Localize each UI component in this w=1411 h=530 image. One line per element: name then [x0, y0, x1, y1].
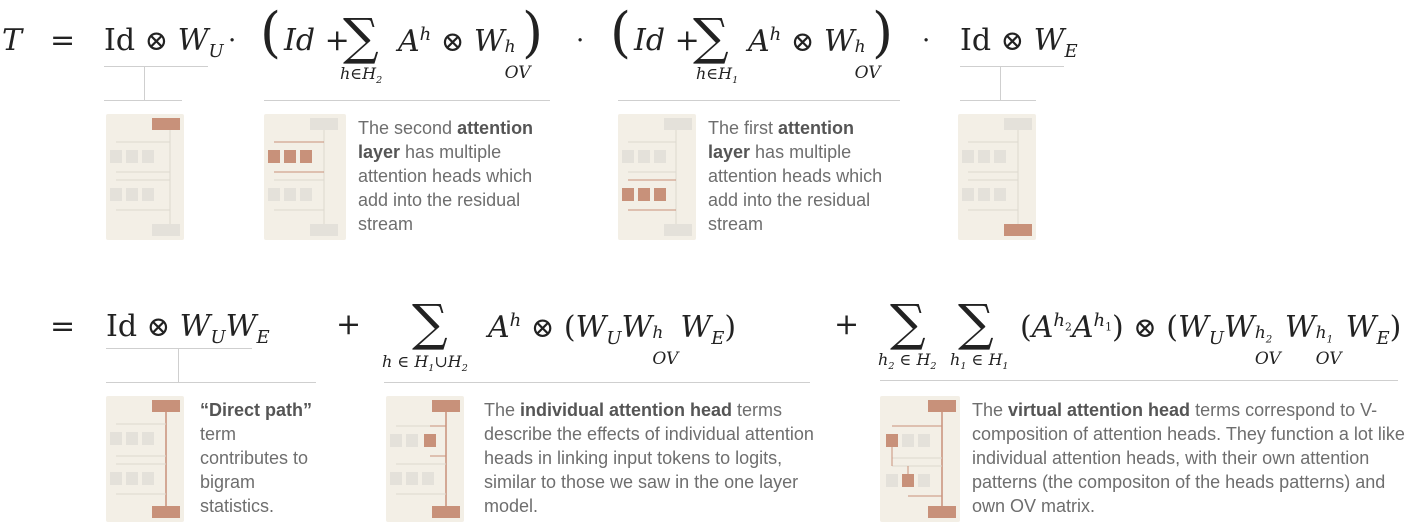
- plus-1: +: [336, 307, 362, 342]
- paren-open-1: (: [610, 1, 632, 64]
- thumb-virtual: [880, 396, 960, 522]
- plus-2: +: [834, 307, 860, 342]
- term-layer2: Id +: [284, 23, 350, 58]
- caption-individual: The individual attention head terms desc…: [484, 400, 814, 516]
- rule-layer2: [264, 100, 550, 101]
- paren-open-2: (: [260, 1, 282, 64]
- equals-sign: =: [50, 23, 76, 58]
- thumb-individual: [386, 396, 464, 522]
- stem-direct: [178, 348, 179, 382]
- sigma-H1: ∑: [693, 8, 729, 66]
- rule-unembed: [104, 66, 208, 67]
- thumb-unembed: [106, 114, 184, 240]
- term-direct: Id ⊗ WUWE: [106, 309, 270, 348]
- dot-1: ·: [228, 26, 237, 56]
- caption-layer1: The first attention layer has multiple a…: [708, 118, 883, 234]
- sigma-h2: ∑: [890, 294, 926, 352]
- sigma-h1: ∑: [958, 294, 994, 352]
- paren-close-2: ): [522, 1, 544, 64]
- rule-direct-low: [106, 382, 316, 383]
- thumb-embed: [958, 114, 1036, 240]
- dot-3: ·: [922, 26, 931, 56]
- sigma-H1-sub: h∈H1: [696, 64, 739, 87]
- thumb-direct: [106, 396, 184, 522]
- sigma-h2-sub: h2 ∈ H2: [878, 350, 937, 373]
- term-embed: Id ⊗ WE: [960, 23, 1078, 62]
- equals-sign-2: =: [50, 309, 76, 344]
- caption-layer2: The second attention layer has multiple …: [358, 118, 534, 234]
- caption-direct: “Direct path” term contributes to bigram…: [200, 400, 313, 516]
- sigma-H2: ∑: [343, 8, 379, 66]
- rule-embed: [960, 66, 1064, 67]
- sigma-H1H2: ∑: [412, 294, 448, 352]
- sigma-h1-sub: h1 ∈ H1: [950, 350, 1009, 373]
- lhs-T: T: [2, 23, 23, 58]
- dot-2: ·: [576, 26, 585, 56]
- sigma-H1H2-sub: h ∈ H1∪H2: [382, 352, 468, 375]
- rule-unembed-low: [104, 100, 182, 101]
- thumb-layer2: [264, 114, 346, 240]
- stem-unembed: [144, 66, 145, 100]
- rule-virtual: [880, 380, 1398, 381]
- term-unembed: Id ⊗ WU: [104, 23, 224, 62]
- rule-direct: [106, 348, 252, 349]
- caption-virtual: The virtual attention head terms corresp…: [972, 400, 1405, 516]
- rule-layer1: [618, 100, 900, 101]
- paren-close-1: ): [872, 1, 894, 64]
- rule-individual: [384, 382, 810, 383]
- stem-embed: [1000, 66, 1001, 100]
- sigma-H2-sub: h∈H2: [340, 64, 383, 87]
- rule-embed-low: [960, 100, 1036, 101]
- term-layer1: Id +: [634, 23, 700, 58]
- thumb-layer1: [618, 114, 696, 240]
